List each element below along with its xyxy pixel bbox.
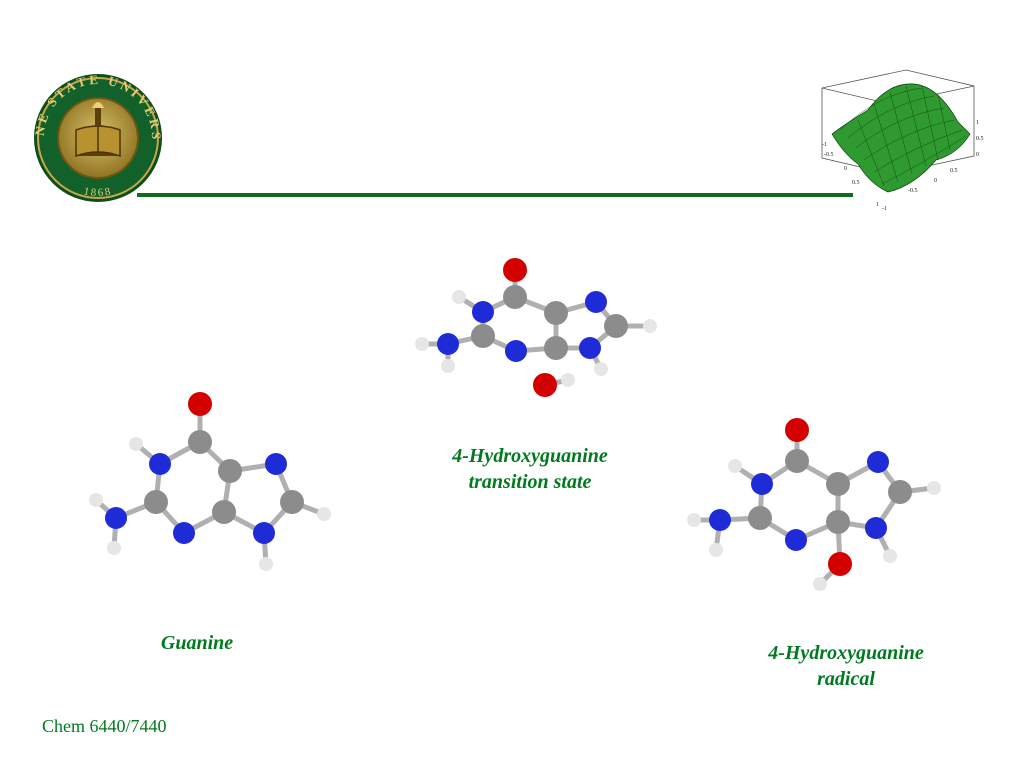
university-seal-logo: WAYNE STATE UNIVERSITY 1868 — [24, 72, 162, 202]
ts-atoms — [415, 258, 657, 397]
atom-oxygen — [533, 373, 557, 397]
atom-carbon — [826, 510, 850, 534]
atom-oxygen — [828, 552, 852, 576]
plot-tick-z-2: 0.5 — [976, 136, 984, 142]
plot-tick-left-3: 0 — [844, 166, 847, 172]
footer-course-label: Chem 6440/7440 — [42, 716, 167, 736]
caption-transition-state-line1: 4-Hydroxyguanine — [452, 445, 608, 467]
atom-carbon — [544, 336, 568, 360]
atom-carbon — [604, 314, 628, 338]
svg-text:1868: 1868 — [83, 185, 114, 199]
atom-nitrogen — [751, 473, 773, 495]
atom-nitrogen — [437, 333, 459, 355]
atom-hydrogen — [728, 459, 742, 473]
plot-tick-left-4: 0.5 — [852, 180, 860, 186]
atom-nitrogen — [149, 453, 171, 475]
caption-transition-state-line2: transition state — [468, 471, 592, 493]
caption-transition-state: 4-Hydroxyguanine transition state — [412, 443, 648, 495]
seal-bottom-text: 1868 — [83, 185, 112, 199]
surface-plot-figure: -1 -0.5 0 0.5 1 0.5 0 -0.5 -1 1 0.5 0 — [821, 69, 984, 212]
caption-radical-line2: radical — [817, 668, 875, 690]
atom-hydrogen — [107, 541, 121, 555]
atom-nitrogen — [265, 453, 287, 475]
atom-oxygen — [503, 258, 527, 282]
atom-carbon — [785, 449, 809, 473]
caption-radical: 4-Hydroxyguanine radical — [728, 640, 964, 692]
atom-carbon — [503, 285, 527, 309]
atom-nitrogen — [709, 509, 731, 531]
atom-oxygen — [785, 418, 809, 442]
molecule-radical — [687, 418, 941, 591]
atom-hydrogen — [709, 543, 723, 557]
molecule-guanine — [89, 392, 331, 571]
atom-hydrogen — [259, 557, 273, 571]
atom-nitrogen — [253, 522, 275, 544]
caption-radical-line1: 4-Hydroxyguanine — [768, 642, 924, 664]
atom-hydrogen — [813, 577, 827, 591]
atom-carbon — [888, 480, 912, 504]
atom-carbon — [471, 324, 495, 348]
atom-carbon — [826, 472, 850, 496]
atom-oxygen — [188, 392, 212, 416]
plot-tick-right-3: -0.5 — [908, 188, 918, 194]
plot-tick-z-3: 0 — [976, 152, 979, 158]
atom-hydrogen — [643, 319, 657, 333]
atom-hydrogen — [594, 362, 608, 376]
atom-hydrogen — [129, 437, 143, 451]
atom-nitrogen — [505, 340, 527, 362]
atom-nitrogen — [105, 507, 127, 529]
plot-tick-right-4: -1 — [882, 206, 887, 212]
atom-hydrogen — [452, 290, 466, 304]
atom-nitrogen — [472, 301, 494, 323]
atom-hydrogen — [687, 513, 701, 527]
atom-nitrogen — [579, 337, 601, 359]
atom-hydrogen — [927, 481, 941, 495]
atom-hydrogen — [89, 493, 103, 507]
caption-guanine: Guanine — [160, 632, 234, 654]
atom-hydrogen — [317, 507, 331, 521]
atom-nitrogen — [785, 529, 807, 551]
plot-tick-right-2: 0 — [934, 178, 937, 184]
atom-carbon — [280, 490, 304, 514]
atom-hydrogen — [441, 359, 455, 373]
molecule-transition-state — [415, 258, 657, 397]
atom-nitrogen — [865, 517, 887, 539]
atom-carbon — [188, 430, 212, 454]
plot-tick-left-2: -0.5 — [824, 152, 834, 158]
plot-tick-z-1: 1 — [976, 120, 979, 126]
atom-hydrogen — [415, 337, 429, 351]
atom-nitrogen — [173, 522, 195, 544]
atom-nitrogen — [867, 451, 889, 473]
atom-hydrogen — [883, 549, 897, 563]
atom-carbon — [218, 459, 242, 483]
atom-carbon — [212, 500, 236, 524]
atom-carbon — [144, 490, 168, 514]
header-rule — [137, 193, 853, 197]
atom-carbon — [544, 301, 568, 325]
atom-nitrogen — [585, 291, 607, 313]
plot-tick-left-5: 1 — [876, 202, 879, 208]
plot-tick-left-1: -1 — [822, 142, 827, 148]
atom-hydrogen — [561, 373, 575, 387]
atom-carbon — [748, 506, 772, 530]
plot-tick-right-1: 0.5 — [950, 168, 958, 174]
